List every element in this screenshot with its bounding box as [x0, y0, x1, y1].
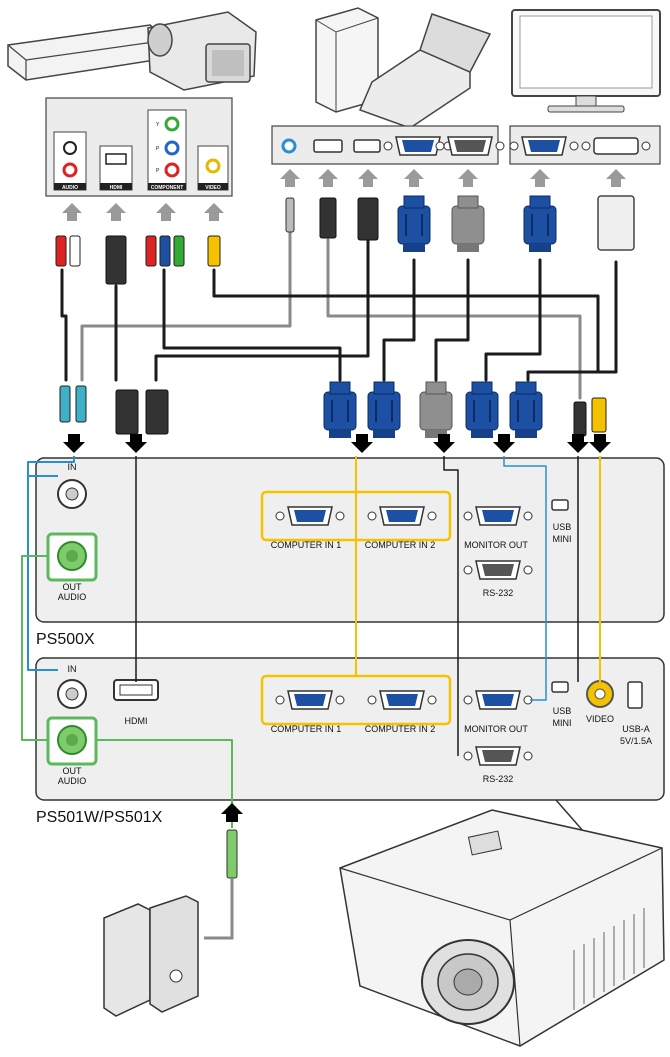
ps500x-monitor-out-label: MONITOR OUT [464, 540, 528, 550]
ps500x-mini-usb-label: USB [553, 522, 572, 532]
ps501-panel: IN OUT AUDIO HDMI COMPUTER IN 1 COMPUTER… [35, 657, 665, 801]
ps501-usb-a-power-label: 5V/1.5A [620, 736, 652, 746]
ps500x-audio-out-label: OUT [63, 582, 83, 592]
av-source-panel: AUDIO HDMI Y P P COMPONENT VIDEO [45, 97, 233, 197]
source-component-label: COMPONENT [151, 185, 184, 191]
ps500x-mini-label: MINI [553, 534, 572, 544]
ps501-mini-usb-label: USB [553, 706, 572, 716]
ps501-usb-a-label: USB-A [622, 724, 650, 734]
ps501-audio-in-label: IN [68, 664, 77, 674]
ps500x-audio-label: AUDIO [58, 592, 87, 602]
ps500x-audio-in-label: IN [68, 462, 77, 472]
cables [60, 230, 618, 400]
model-label-bottom: PS501W/PS501X [36, 809, 163, 826]
speaker-plug [204, 829, 238, 940]
source-plugs [55, 195, 635, 285]
speakers-icon [103, 895, 199, 1017]
ps501-hdmi-label: HDMI [125, 716, 148, 726]
source-hdmi-label: HDMI [110, 185, 123, 191]
monitor-icon [511, 9, 661, 113]
av-player-icon [7, 24, 169, 81]
panel-wiring [21, 456, 601, 828]
ps500x-panel: IN OUT AUDIO COMPUTER IN 1 COMPUTER IN 2… [35, 457, 665, 623]
ps501-mini-label: MINI [553, 718, 572, 728]
ps500x-rs232-label: RS-232 [483, 588, 514, 598]
ps500x-computer-in-2-label: COMPUTER IN 2 [365, 540, 436, 550]
projector-icon [339, 799, 665, 1047]
computer-ports-panel [271, 125, 505, 165]
source-video-label: VIDEO [205, 185, 221, 191]
ps501-video-label: VIDEO [586, 714, 614, 724]
ps501-rs232-label: RS-232 [483, 774, 514, 784]
source-pr-label: P [156, 168, 160, 174]
source-y-label: Y [156, 122, 160, 128]
source-pb-label: P [156, 146, 160, 152]
camcorder-icon [147, 11, 257, 91]
model-label-top: PS500X [36, 631, 95, 648]
ps501-audio-label: AUDIO [58, 776, 87, 786]
ps500x-computer-in-1-label: COMPUTER IN 1 [271, 540, 342, 550]
laptop-icon [358, 13, 492, 129]
ps501-computer-in-1-label: COMPUTER IN 1 [271, 724, 342, 734]
ps501-computer-in-2-label: COMPUTER IN 2 [365, 724, 436, 734]
source-audio-label: AUDIO [62, 185, 78, 191]
ps501-monitor-out-label: MONITOR OUT [464, 724, 528, 734]
monitor-ports-panel [509, 125, 661, 165]
ps501-audio-out-label: OUT [63, 766, 83, 776]
projector-plugs [59, 381, 607, 439]
